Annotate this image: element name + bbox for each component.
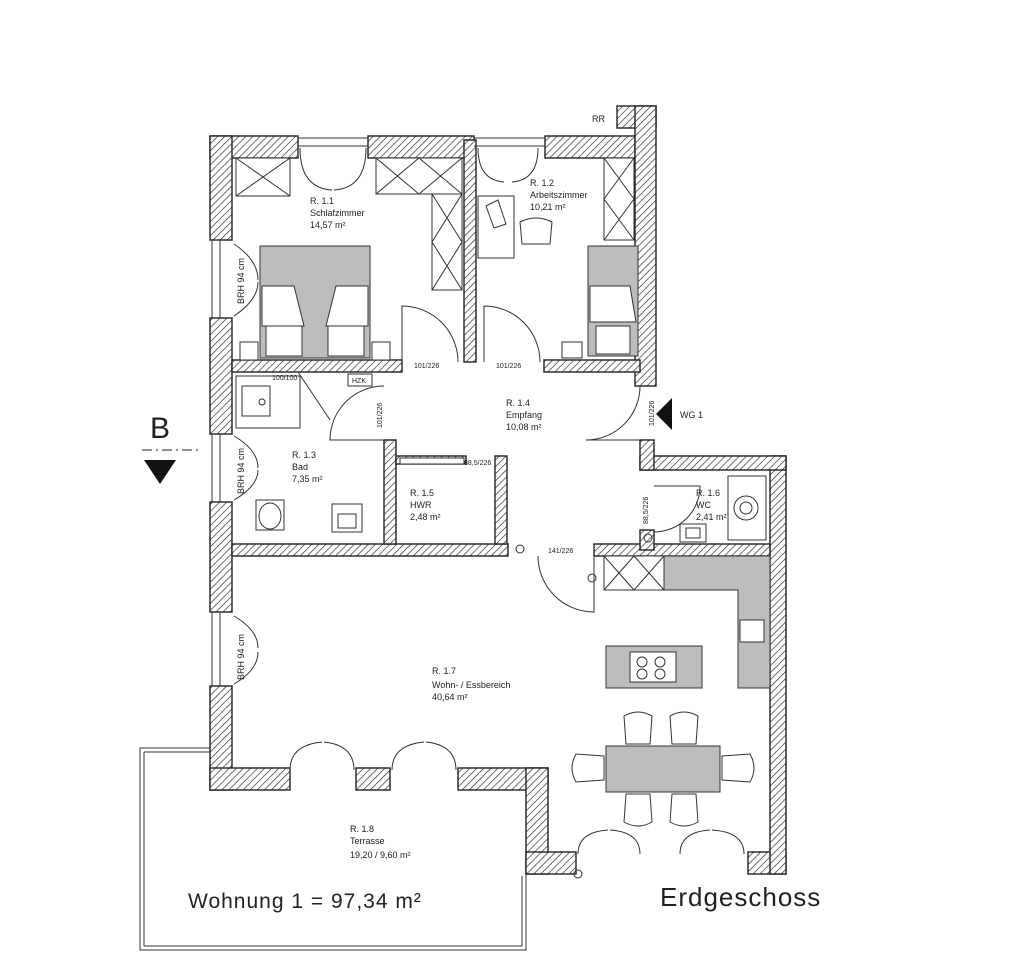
door-dim: 101/226 [414, 363, 439, 370]
room-name: Terrasse [350, 836, 385, 846]
door-dim: 141/226 [548, 548, 573, 555]
door-swings [297, 305, 701, 613]
room-r15: R. 1.5 HWR 2,48 m² [410, 488, 441, 522]
brh-label: BRH 94 cm [236, 634, 246, 680]
furniture [235, 157, 771, 879]
brh-label: BRH 94 cm [236, 258, 246, 304]
room-name: Schlafzimmer [310, 208, 365, 218]
room-area: 7,35 m² [292, 474, 323, 484]
room-r17: R. 1.7 Wohn- / Essbereich 40,64 m² [432, 666, 510, 702]
room-area: 40,64 m² [432, 692, 468, 702]
windows-left [211, 137, 545, 686]
heater-label: HZK [352, 378, 366, 385]
room-id: R. 1.8 [350, 824, 374, 834]
room-area: 19,20 / 9,60 m² [350, 850, 411, 860]
floor-title: Erdgeschoss [660, 882, 821, 912]
room-r14: R. 1.4 Empfang 10,08 m² [506, 398, 542, 432]
section-label: B [150, 412, 170, 445]
room-r16: R. 1.6 WC 2,41 m² [696, 488, 727, 522]
rr-label: RR [592, 114, 605, 124]
door-dim: 101/226 [377, 403, 384, 428]
door-dim: 101/226 [496, 363, 521, 370]
room-area: 2,41 m² [696, 512, 727, 522]
room-name: Empfang [506, 410, 542, 420]
room-id: R. 1.1 [310, 196, 334, 206]
room-id: R. 1.5 [410, 488, 434, 498]
room-id: R. 1.2 [530, 178, 554, 188]
room-name: WC [696, 500, 711, 510]
room-id: R. 1.4 [506, 398, 530, 408]
door-dim: 88,5/226 [464, 460, 491, 467]
door-dim: 100/100 [272, 375, 297, 382]
wg-label: WG 1 [680, 410, 703, 420]
room-r12: R. 1.2 Arbeitszimmer 10,21 m² [530, 178, 588, 212]
interior-walls [231, 139, 771, 557]
room-r11: R. 1.1 Schlafzimmer 14,57 m² [310, 196, 365, 230]
room-area: 14,57 m² [310, 220, 346, 230]
room-r13: R. 1.3 Bad 7,35 m² [292, 450, 323, 484]
room-name: Bad [292, 462, 308, 472]
room-name: Wohn- / Essbereich [432, 680, 510, 690]
room-name: HWR [410, 500, 432, 510]
room-id: R. 1.7 [432, 666, 456, 676]
room-name: Arbeitszimmer [530, 190, 588, 200]
room-area: 10,08 m² [506, 422, 542, 432]
room-area: 2,48 m² [410, 512, 441, 522]
room-id: R. 1.3 [292, 450, 316, 460]
room-id: R. 1.6 [696, 488, 720, 498]
room-r18: R. 1.8 Terrasse 19,20 / 9,60 m² [350, 824, 411, 860]
window-swings [233, 147, 745, 855]
door-dim: 88,5/226 [643, 497, 650, 524]
entrance-marker [656, 398, 672, 430]
terrace [139, 747, 527, 951]
section-marker: B [142, 412, 200, 484]
door-dim: 101/226 [649, 401, 656, 426]
apartment-summary: Wohnung 1 = 97,34 m² [188, 890, 422, 913]
room-area: 10,21 m² [530, 202, 566, 212]
brh-label: BRH 94 cm [236, 448, 246, 494]
